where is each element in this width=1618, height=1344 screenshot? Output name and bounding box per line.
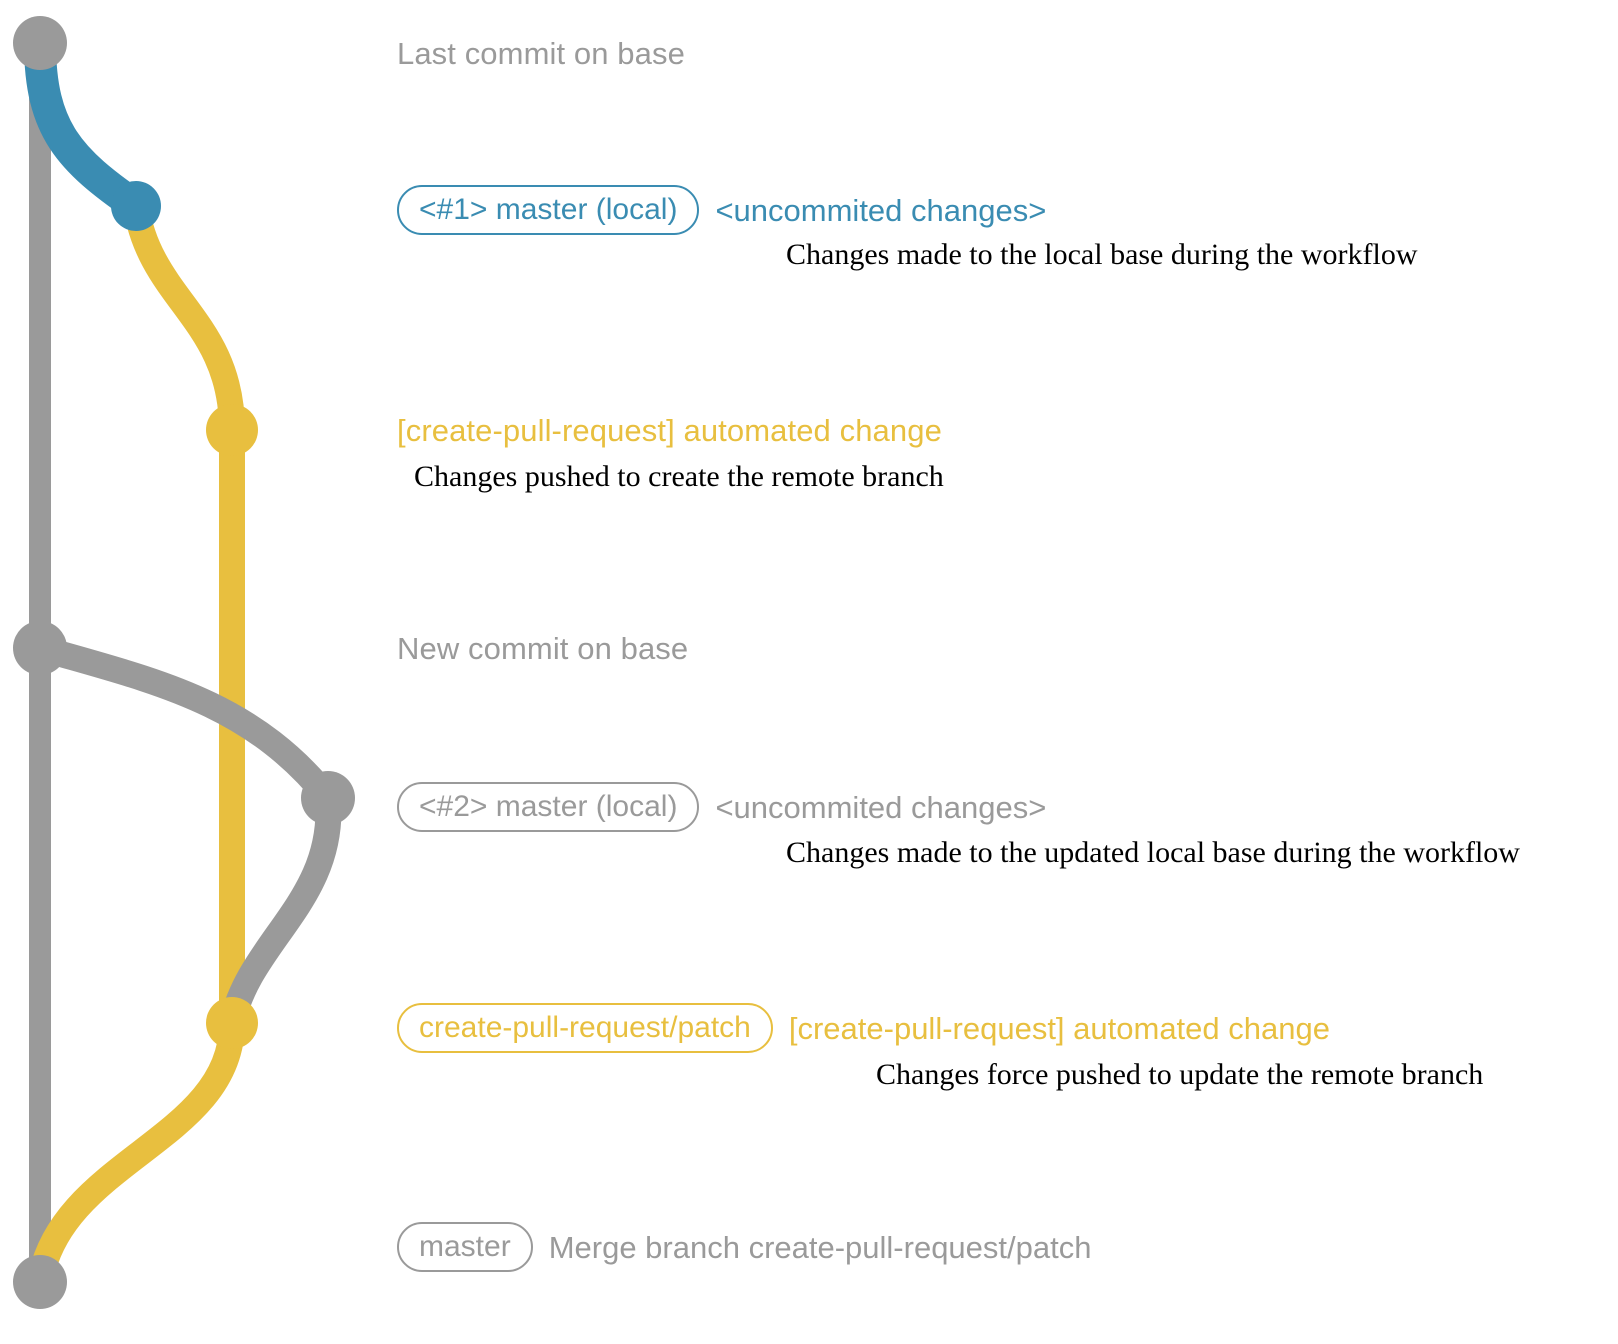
edge-base-to-local1: [24, 27, 152, 222]
commit-node-automated-change-2[interactable]: [206, 997, 258, 1049]
annotation-automated-change-1: [create-pull-request] automated change: [397, 415, 942, 446]
commit-subject-merge-commit-master: Merge branch create-pull-request/patch: [548, 1229, 1092, 1265]
description-automated-change-2: Changes force pushed to update the remot…: [876, 1058, 1484, 1091]
edge-local1-to-patch1: [123, 193, 245, 443]
edge-local2-to-patch2: [219, 785, 342, 1036]
commit-node-new-commit-on-base[interactable]: [13, 621, 67, 675]
description-master-local-1: Changes made to the local base during th…: [786, 238, 1418, 271]
edge-patch2-to-merge: [27, 1010, 245, 1295]
branch-badge-master[interactable]: master: [397, 1222, 533, 1272]
branch-badge-create-pull-request-patch[interactable]: create-pull-request/patch: [397, 1003, 773, 1053]
annotation-merge-commit-master: master Merge branch create-pull-request/…: [397, 1222, 1091, 1272]
commit-node-merge-commit-master[interactable]: [13, 1255, 67, 1309]
annotation-new-commit-on-base: New commit on base: [397, 633, 688, 664]
description-master-local-2: Changes made to the updated local base d…: [786, 836, 1520, 869]
commit-subject-master-local-1: <uncommited changes>: [715, 192, 1047, 228]
edge-base-to-local2: [27, 635, 341, 811]
branch-badge-master-local-2[interactable]: <#2> master (local): [397, 782, 700, 832]
commit-subject-master-local-2: <uncommited changes>: [715, 789, 1047, 825]
commit-node-last-commit-on-base[interactable]: [13, 16, 67, 70]
commit-subject-automated-change-2: [create-pull-request] automated change: [788, 1010, 1330, 1046]
annotation-last-commit-on-base: Last commit on base: [397, 38, 685, 69]
headline-automated-change-1: [create-pull-request] automated change: [397, 413, 942, 448]
annotation-master-local-2: <#2> master (local) <uncommited changes>: [397, 782, 1046, 832]
headline-last-commit-on-base: Last commit on base: [397, 36, 685, 71]
annotation-master-local-1: <#1> master (local) <uncommited changes>: [397, 185, 1046, 235]
headline-new-commit-on-base: New commit on base: [397, 631, 689, 666]
branch-badge-master-local-1[interactable]: <#1> master (local): [397, 185, 700, 235]
description-automated-change-1: Changes pushed to create the remote bran…: [414, 460, 944, 493]
commit-node-master-local-1[interactable]: [111, 181, 161, 231]
commit-node-automated-change-1[interactable]: [206, 404, 258, 456]
annotation-automated-change-2: create-pull-request/patch [create-pull-r…: [397, 1003, 1330, 1053]
commit-node-master-local-2[interactable]: [301, 771, 355, 825]
